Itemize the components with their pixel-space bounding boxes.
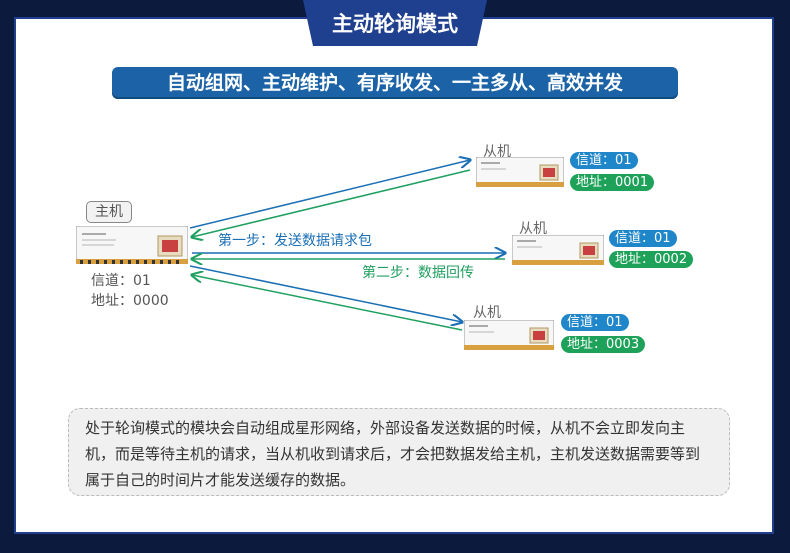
slave-label: 从机 xyxy=(483,144,511,160)
step1-label: 第一步：发送数据请求包 xyxy=(218,233,372,249)
slave2-channel: 信道：01 xyxy=(609,230,677,247)
page-title: 主动轮询模式 xyxy=(332,12,458,36)
step2-label: 第二步：数据回传 xyxy=(362,265,474,281)
master-channel: 信道：01 xyxy=(91,273,151,289)
request-arrow-3 xyxy=(189,265,462,322)
request-arrow-1 xyxy=(189,160,470,229)
mode-description: 处于轮询模式的模块会自动组成星形网络，外部设备发送数据的时候，从机不会立即发向主… xyxy=(68,408,730,496)
reply-arrow-1 xyxy=(192,169,471,237)
slave-label: 从机 xyxy=(519,221,547,237)
slave1-address: 地址：0001 xyxy=(570,174,655,191)
slave3-channel: 信道：01 xyxy=(561,314,629,331)
slave1-channel: 信道：01 xyxy=(570,152,638,169)
subtitle-banner: 自动组网、主动维护、有序收发、一主多从、高效并发 xyxy=(112,67,678,99)
slave-label: 从机 xyxy=(473,305,501,321)
slave3-address: 地址：0003 xyxy=(561,336,646,353)
title-tab xyxy=(303,0,487,46)
slave-module-icon xyxy=(476,157,564,187)
slave-module-icon xyxy=(464,320,554,350)
master-module-icon xyxy=(76,226,188,264)
slave2-address: 地址：0002 xyxy=(609,251,694,268)
reply-arrow-3 xyxy=(192,275,463,331)
master-tag: 主机 xyxy=(86,201,132,223)
slave-module-icon xyxy=(512,235,604,265)
master-address: 地址：0000 xyxy=(91,293,169,309)
